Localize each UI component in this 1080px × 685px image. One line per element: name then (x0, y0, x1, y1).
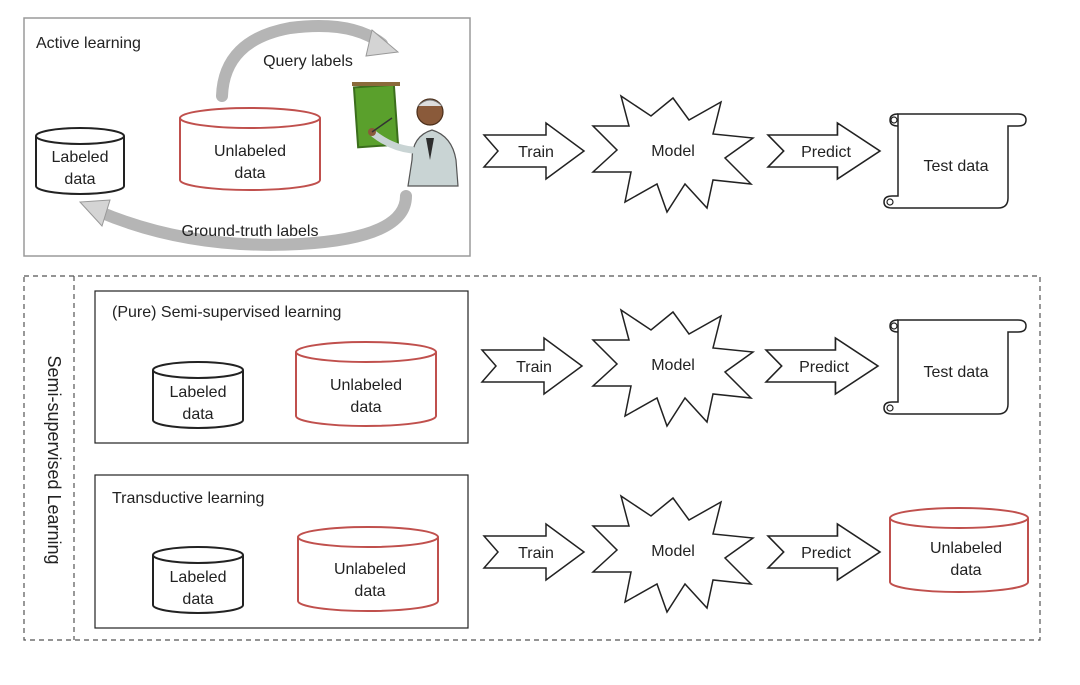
transductive-model-starburst: Model (592, 495, 754, 613)
pure-model-label: Model (651, 357, 695, 374)
ground-truth-labels-arrow (78, 190, 412, 251)
transductive-labeled-data-cylinder: Labeled data (152, 546, 244, 614)
pure-test-data-label: Test data (924, 364, 989, 381)
pure-labeled-label-line1: Labeled (170, 384, 227, 401)
active-predict-arrow: Predict (767, 122, 881, 180)
transductive-model-label: Model (651, 543, 695, 560)
query-labels-text: Query labels (263, 53, 353, 70)
active-model-starburst: Model (592, 95, 754, 213)
transductive-predict-arrow: Predict (767, 523, 881, 581)
transductive-unlabeled-label-line1: Unlabeled (334, 561, 406, 578)
labeled-data-label-line1: Labeled (52, 149, 109, 166)
pure-unlabeled-label-line1: Unlabeled (330, 377, 402, 394)
labeled-data-label-line2: data (64, 171, 95, 188)
pure-train-arrow: Train (481, 337, 583, 395)
semi-supervised-side-label: Semi-supervised Learning (44, 355, 64, 564)
active-model-label: Model (651, 143, 695, 160)
semi-supervised-panel (23, 275, 1041, 641)
transductive-train-arrow: Train (483, 523, 585, 581)
transductive-predict-label: Predict (801, 545, 851, 562)
transductive-output-label-line2: data (950, 562, 981, 579)
active-train-label: Train (518, 144, 554, 161)
pure-unlabeled-label-line2: data (350, 399, 381, 416)
pure-labeled-data-cylinder: Labeled data (152, 361, 244, 429)
active-test-data-scroll: Test data (883, 113, 1027, 209)
active-test-data-label: Test data (924, 158, 989, 175)
pure-labeled-label-line2: data (182, 406, 213, 423)
transductive-labeled-label-line2: data (182, 591, 213, 608)
pure-model-starburst: Model (592, 309, 754, 427)
transductive-unlabeled-data-cylinder: Unlabeled data (297, 526, 439, 612)
pure-unlabeled-data-cylinder: Unlabeled data (295, 341, 437, 427)
teacher-illustration-icon (352, 82, 459, 187)
pure-predict-label: Predict (799, 359, 849, 376)
pure-test-data-scroll: Test data (883, 319, 1027, 415)
active-predict-label: Predict (801, 144, 851, 161)
unlabeled-data-label-line1: Unlabeled (214, 143, 286, 160)
unlabeled-data-cylinder: Unlabeled data (179, 107, 321, 191)
labeled-data-cylinder: Labeled data (35, 127, 125, 195)
transductive-output-unlabeled-cylinder: Unlabeled data (889, 507, 1029, 593)
active-train-arrow: Train (483, 122, 585, 180)
pure-predict-arrow: Predict (765, 337, 879, 395)
transductive-train-label: Train (518, 545, 554, 562)
pure-train-label: Train (516, 359, 552, 376)
pure-semi-supervised-title: (Pure) Semi-supervised learning (112, 304, 341, 321)
query-labels-arrow (216, 20, 400, 102)
ground-truth-labels-text: Ground-truth labels (182, 223, 319, 240)
unlabeled-data-label-line2: data (234, 165, 265, 182)
transductive-unlabeled-label-line2: data (354, 583, 385, 600)
active-learning-title: Active learning (36, 35, 141, 52)
transductive-title: Transductive learning (112, 490, 264, 507)
transductive-labeled-label-line1: Labeled (170, 569, 227, 586)
transductive-output-label-line1: Unlabeled (930, 540, 1002, 557)
